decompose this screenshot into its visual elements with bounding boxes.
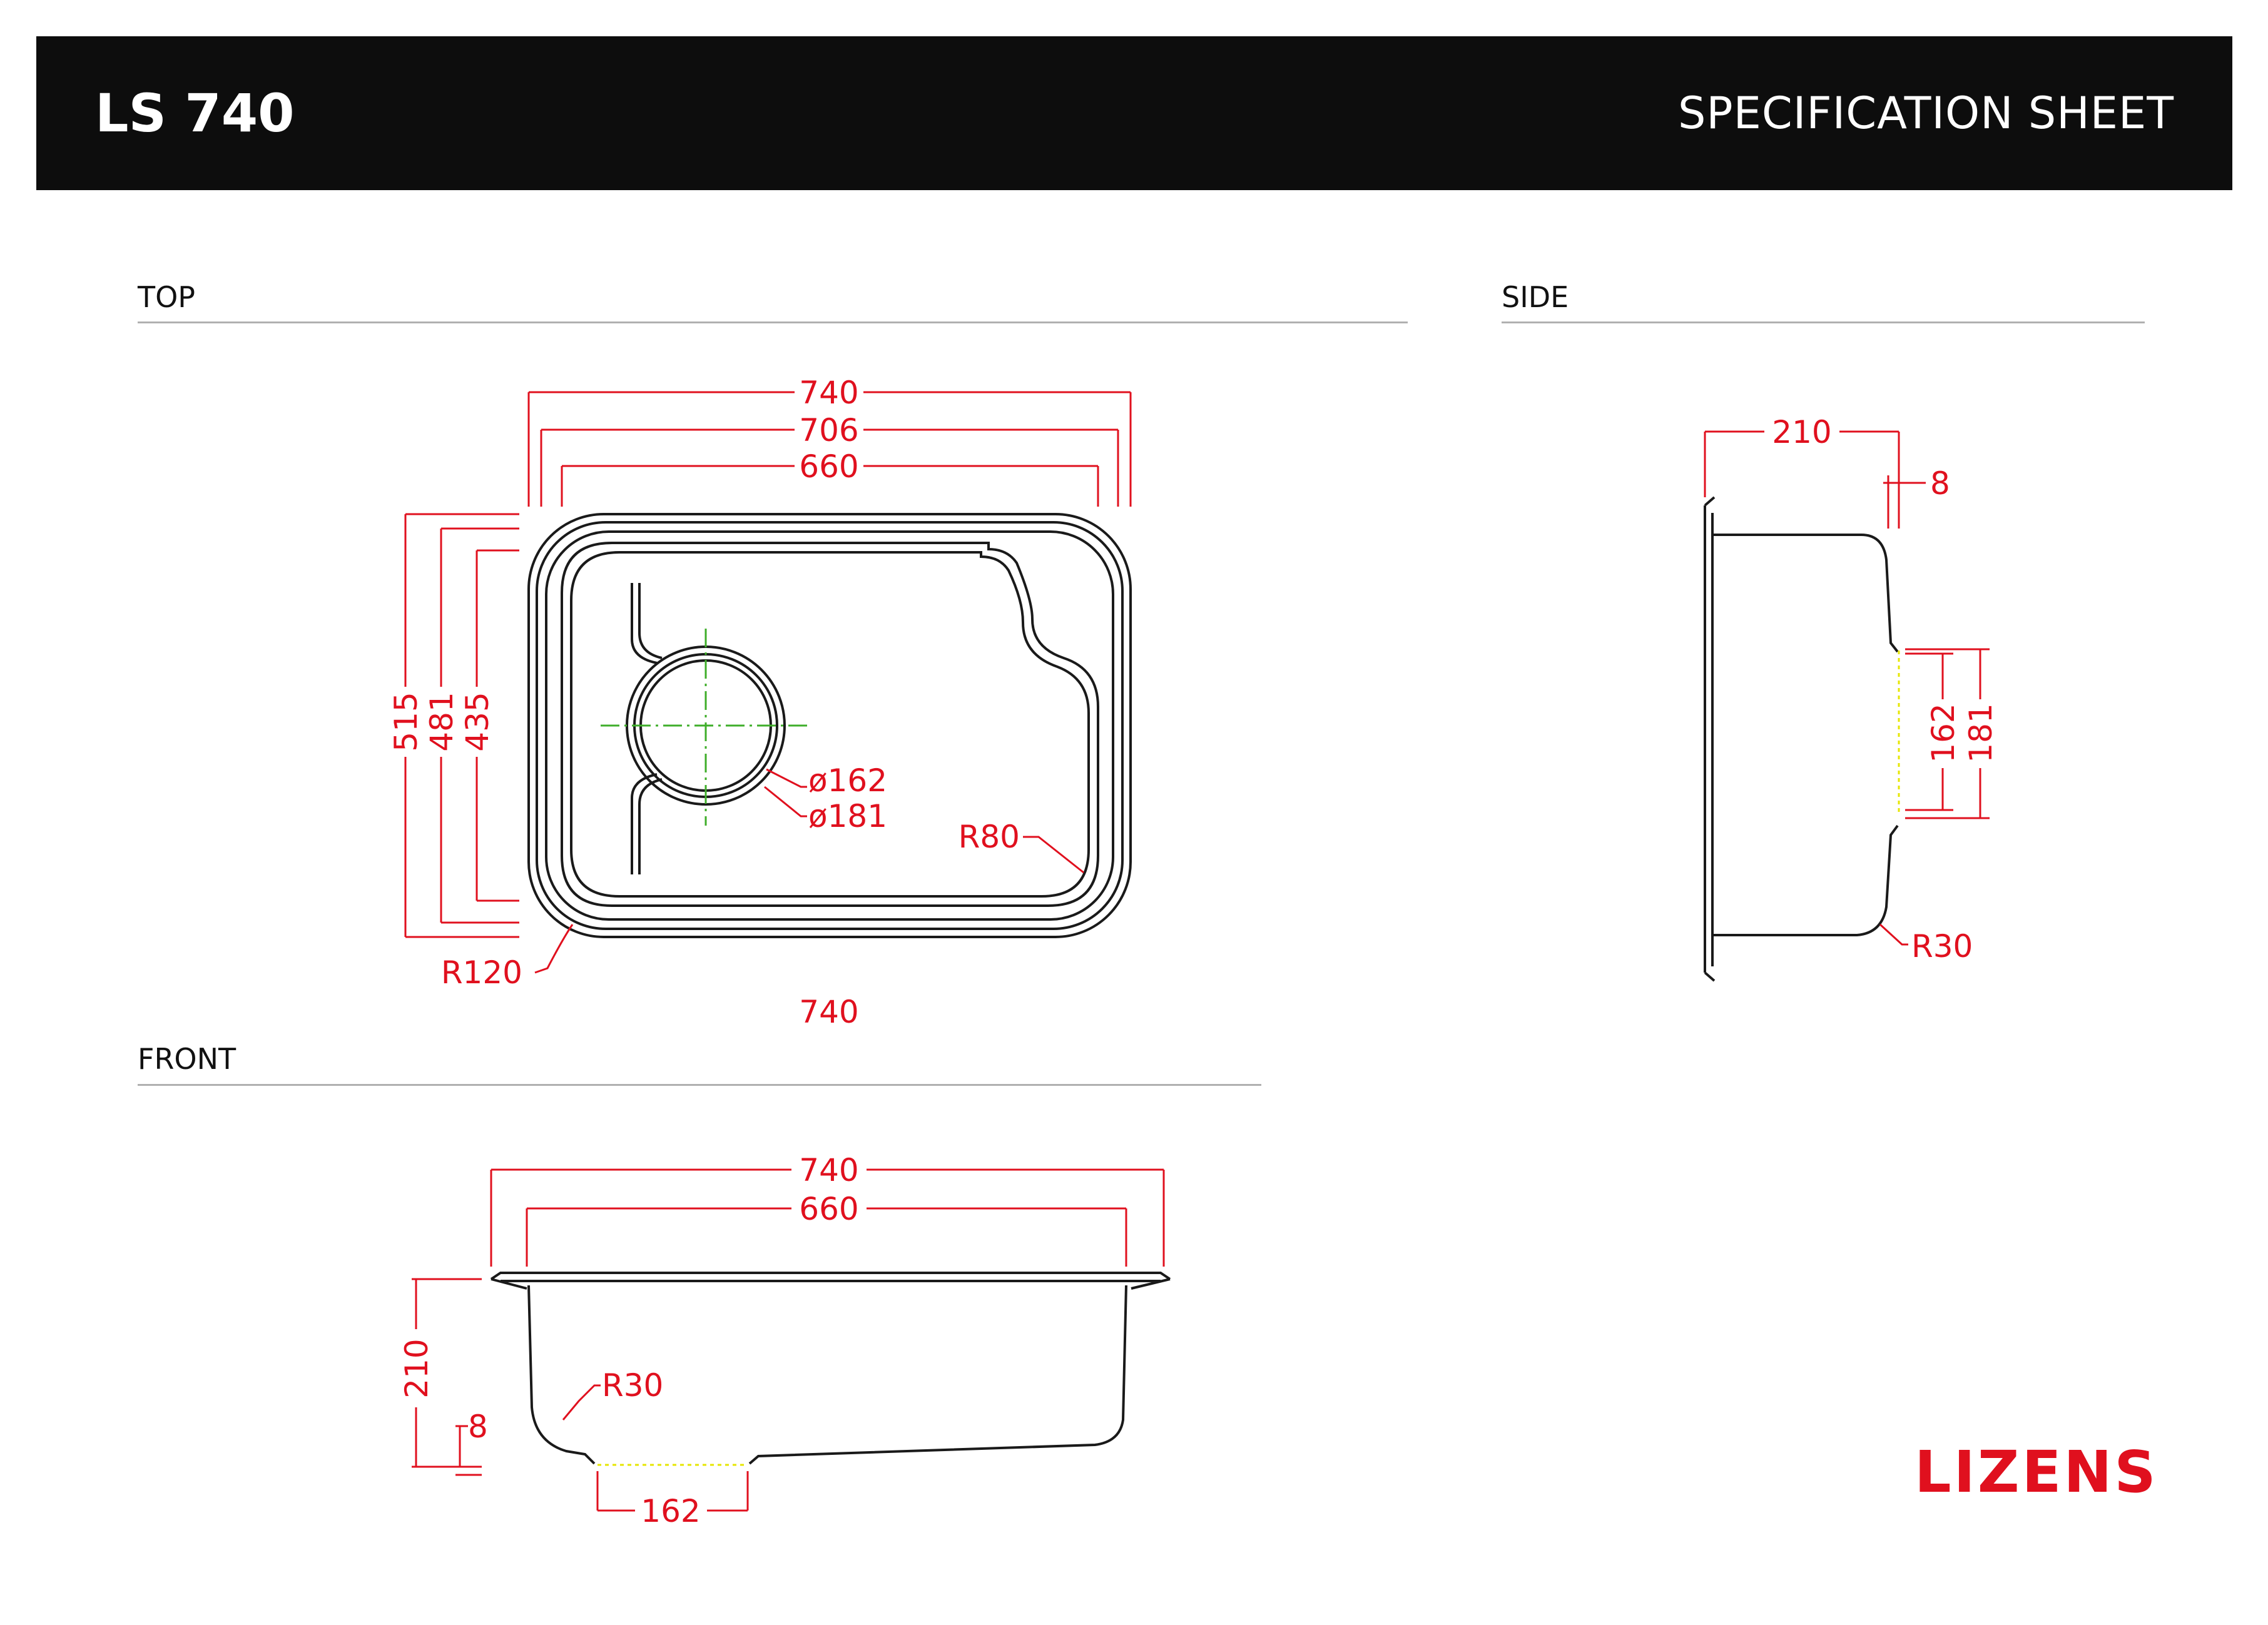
- dim-front-flange: 8: [468, 1409, 488, 1445]
- section-rule-side: [1502, 321, 2145, 323]
- dim-side-drain-inner: 162: [1925, 703, 1961, 762]
- side-view-dimensions: [1704, 430, 1990, 946]
- top-view-dimension-labels: 740 706 660 515 481 435 ø162 ø181 R80 R1…: [388, 375, 1020, 1030]
- top-view-dimensions: [404, 391, 1132, 974]
- dim-top-rim-width: 706: [799, 412, 858, 448]
- dim-side-drain-outer: 181: [1963, 703, 1999, 762]
- side-view-outline: [1704, 496, 1899, 982]
- dim-side-radius: R30: [1911, 928, 1973, 964]
- dim-drain-outer: ø181: [808, 798, 887, 834]
- side-view-dimension-labels: 210 8 162 181 R30: [1772, 414, 1999, 964]
- dim-top-bowl-width: 660: [799, 448, 858, 485]
- section-title-top: TOP: [138, 280, 196, 314]
- section-rule-top: [138, 321, 1408, 323]
- dim-top-bowl-depth: 435: [459, 692, 496, 751]
- header-bar: [36, 36, 2232, 190]
- section-title-side: SIDE: [1502, 280, 1569, 314]
- drain-centerline: [601, 629, 807, 826]
- sheet-title: SPECIFICATION SHEET: [1677, 88, 2174, 139]
- dim-side-depth: 210: [1772, 414, 1831, 450]
- dim-front-overall-width: 740: [799, 1152, 858, 1188]
- model-title: LS 740: [95, 83, 295, 144]
- section-rule-front: [138, 1084, 1261, 1086]
- dim-front-depth: 210: [399, 1339, 435, 1398]
- front-view-outline: [490, 1272, 1171, 1465]
- top-view-bottom-label: 740: [799, 994, 858, 1030]
- front-view-dimension-labels: 740 660 210 8 R30 162: [399, 1152, 859, 1529]
- dim-top-overall-width: 740: [799, 375, 858, 411]
- dim-corner-radius-outer: R120: [441, 954, 522, 991]
- dim-front-drain: 162: [641, 1493, 700, 1529]
- dim-front-bowl-width: 660: [799, 1191, 858, 1227]
- dim-drain-inner: ø162: [808, 762, 887, 799]
- section-title-front: FRONT: [138, 1042, 236, 1076]
- dim-corner-radius-inner: R80: [959, 819, 1020, 855]
- dim-front-radius: R30: [602, 1367, 663, 1404]
- dim-side-flange: 8: [1930, 465, 1950, 502]
- dim-top-overall-depth: 515: [388, 692, 424, 751]
- brand-logo: LIZENS: [1915, 1439, 2159, 1506]
- front-view-dimensions: [412, 1168, 1165, 1512]
- dim-top-rim-depth: 481: [424, 692, 460, 751]
